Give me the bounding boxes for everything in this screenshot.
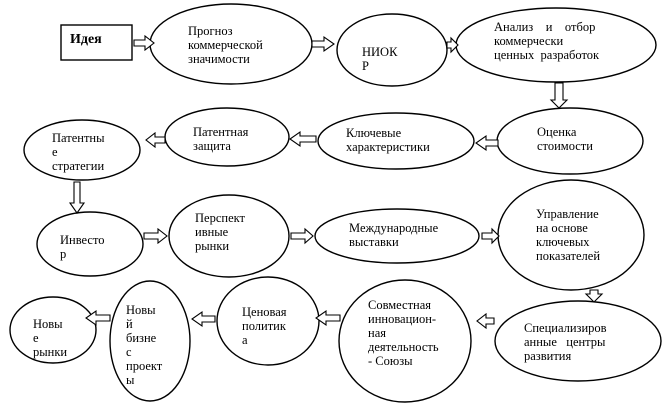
node-new-business-projects: Новы й бизне с проект ы: [126, 303, 163, 387]
node-shape-new-markets: [9, 296, 97, 364]
node-investor: Инвесто р: [60, 233, 105, 261]
node-shape-pricing-policy: [216, 276, 320, 366]
node-promising-markets: Перспект ивные рынки: [195, 211, 245, 253]
node-pricing-policy: Ценовая политик а: [242, 305, 287, 347]
node-management-kpi: Управление на основе ключевых показателе…: [536, 207, 601, 263]
node-shape-specialized-centers: [494, 300, 662, 382]
node-key-characteristics: Ключевые характеристики: [346, 126, 430, 154]
node-patent-protection: Патентная защита: [193, 125, 249, 153]
arrow-right-icon: [311, 35, 335, 53]
arrow-right-icon: [143, 227, 168, 245]
arrow-left-icon: [476, 312, 495, 330]
node-shape-international-exhibitions: [314, 208, 480, 264]
node-shape-joint-innovation: [338, 279, 472, 403]
arrow-down-icon: [549, 82, 569, 109]
node-shape-promising-markets: [168, 194, 290, 278]
arrow-left-icon: [85, 309, 111, 327]
arrow-left-icon: [289, 130, 317, 148]
arrow-down-icon: [68, 181, 86, 214]
arrow-right-icon: [133, 34, 155, 52]
flow-arrows: [68, 34, 604, 330]
node-shape-niokr: [336, 13, 448, 87]
node-shape-investor: [36, 211, 144, 277]
node-shape-new-business-projects: [109, 280, 191, 402]
node-new-markets: Новы е рынки: [33, 317, 68, 359]
node-shape-patent-strategies: [23, 119, 141, 181]
node-shape-idea: [60, 24, 133, 61]
node-niokr: НИОК Р: [362, 45, 398, 73]
arrow-right-icon: [290, 227, 314, 245]
arrow-left-icon: [145, 131, 166, 149]
node-idea: Идея: [70, 32, 102, 47]
arrow-right-icon: [481, 227, 500, 245]
node-shape-key-characteristics: [317, 112, 475, 170]
node-analysis: Анализ и отбор коммерчески ценных разраб…: [494, 20, 600, 62]
arrow-left-icon: [191, 310, 216, 328]
node-specialized-centers: Специализиров анные центры развития: [524, 321, 607, 363]
node-joint-innovation: Совместная инновацион- ная деятельность …: [368, 298, 439, 368]
arrow-left-icon: [475, 134, 499, 152]
arrow-left-icon: [315, 309, 341, 327]
node-international-exhibitions: Международные выставки: [349, 221, 439, 249]
node-valuation: Оценка стоимости: [537, 125, 593, 153]
arrow-down-icon: [584, 289, 604, 303]
node-forecast: Прогноз коммерческой значимости: [188, 24, 263, 66]
arrow-right-icon: [446, 36, 459, 54]
node-patent-strategies: Патентны е стратегии: [52, 131, 105, 173]
